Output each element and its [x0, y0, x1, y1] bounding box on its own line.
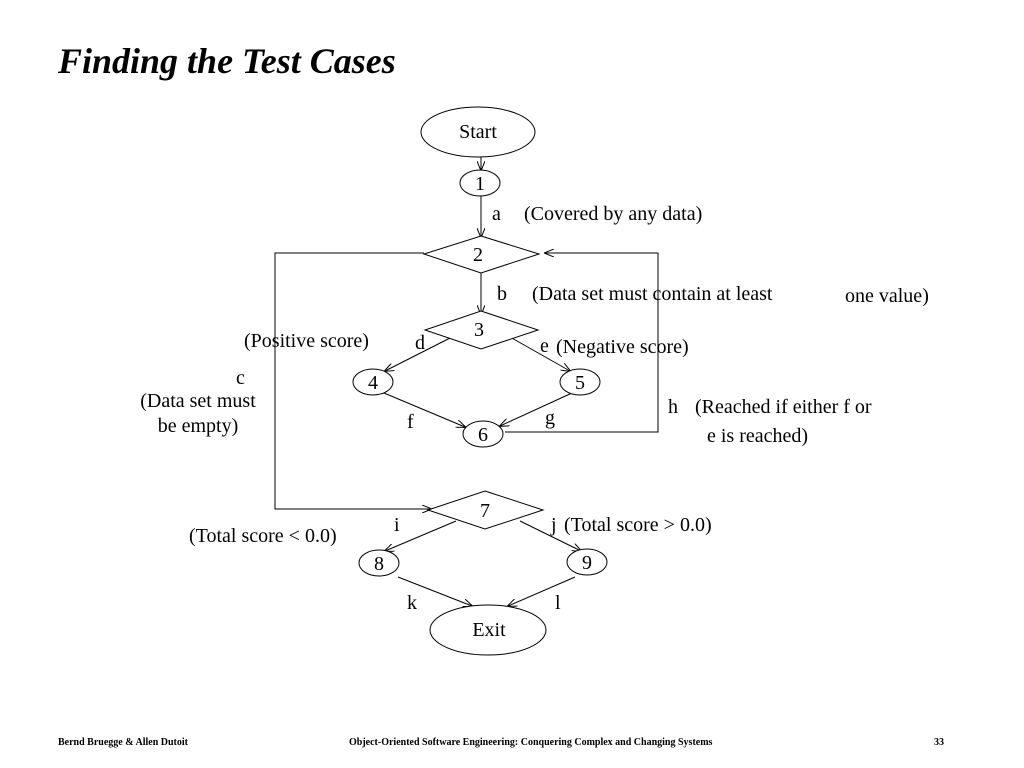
edge-k	[397, 576, 472, 606]
note-h-line1: (Reached if either f or	[695, 396, 872, 418]
notes: (Covered by any data) (Data set must con…	[140, 203, 929, 547]
node-start-shape	[420, 106, 536, 158]
node-9-shape	[566, 548, 608, 576]
node-start-label: Start	[459, 121, 497, 143]
node-exit-shape	[429, 604, 547, 656]
edge-h	[505, 253, 659, 433]
note-e: (Negative score)	[556, 336, 689, 358]
note-j: (Total score > 0.0)	[564, 514, 712, 536]
nodes	[352, 106, 608, 656]
edge-k-label: k	[407, 592, 417, 614]
edge-c	[274, 252, 431, 509]
edge-g	[500, 392, 573, 426]
edge-l-label: l	[555, 592, 561, 614]
footer-authors: Bernd Bruegge & Allen Dutoit	[58, 737, 188, 748]
note-b-part1: (Data set must contain at least	[532, 283, 773, 305]
edge-j	[519, 520, 581, 551]
edge-labels: a b c d e f g h i j k l	[236, 203, 678, 614]
node-1-label: 1	[475, 173, 485, 195]
note-c-line2: be empty)	[158, 415, 239, 437]
node-6-shape	[462, 420, 504, 448]
edge-c-label: c	[236, 367, 245, 389]
node-3-label: 3	[474, 319, 484, 341]
edge-d	[385, 336, 453, 371]
edge-f	[383, 392, 465, 427]
slide-title: Finding the Test Cases	[58, 41, 396, 81]
edge-h-label: h	[668, 396, 678, 418]
node-7-label: 7	[480, 500, 490, 522]
edge-g-label: g	[545, 407, 555, 429]
note-b-part2: one value)	[845, 285, 929, 307]
node-2-shape	[422, 235, 541, 274]
node-1-shape	[459, 169, 501, 197]
edge-l	[508, 576, 576, 606]
edge-j-label: j	[550, 514, 557, 536]
node-exit-label: Exit	[472, 619, 506, 641]
node-3-shape	[423, 310, 540, 350]
node-labels: Start 1 2 3 4 5 6 7 8 9 Exit	[368, 121, 592, 641]
edge-e-label: e	[540, 335, 549, 357]
node-5-shape	[559, 368, 601, 396]
note-d: (Positive score)	[244, 330, 369, 352]
node-9-label: 9	[582, 552, 592, 574]
edge-b-label: b	[497, 283, 507, 305]
node-8-shape	[358, 549, 400, 577]
node-4-shape	[352, 368, 394, 396]
node-6-label: 6	[478, 424, 488, 446]
edge-d-label: d	[415, 332, 425, 354]
edge-i-label: i	[394, 514, 400, 536]
edges	[274, 157, 659, 606]
footer-page-number: 33	[934, 737, 944, 748]
edge-a-label: a	[492, 203, 501, 225]
node-5-label: 5	[575, 372, 585, 394]
node-4-label: 4	[368, 372, 378, 394]
note-c-line1: (Data set must	[140, 390, 256, 412]
edge-i	[385, 520, 457, 551]
node-8-label: 8	[374, 553, 384, 575]
node-2-label: 2	[473, 244, 483, 266]
edge-e	[509, 336, 570, 371]
footer-book-title: Object-Oriented Software Engineering: Co…	[349, 737, 713, 748]
node-7-shape	[426, 490, 545, 530]
note-h-line2: e is reached)	[707, 425, 808, 447]
note-a: (Covered by any data)	[524, 203, 702, 225]
edge-f-label: f	[407, 411, 414, 433]
note-i: (Total score < 0.0)	[189, 525, 337, 547]
